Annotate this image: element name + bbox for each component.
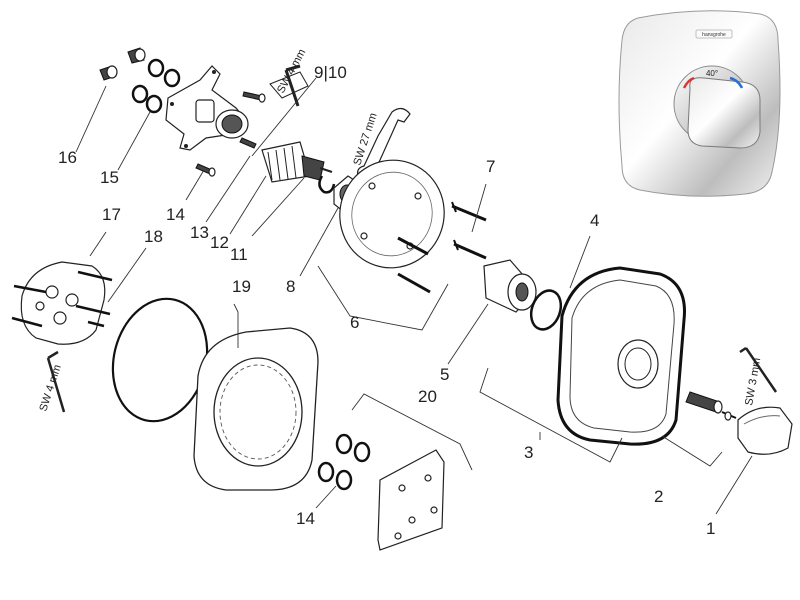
label-6: 6 — [350, 313, 359, 332]
hot-indicator — [682, 76, 695, 89]
hex-key-4mm-left: SW 4 mm — [37, 350, 66, 413]
label-5: 5 — [440, 365, 449, 384]
part-20-seals — [317, 433, 371, 491]
label-4: 4 — [590, 211, 599, 230]
label-16: 16 — [58, 148, 77, 167]
part-4-o-ring — [529, 289, 563, 331]
hex-key-3mm: SW 3 mm — [739, 346, 778, 407]
part-9-10-cartridge — [261, 141, 333, 183]
label-14-upper: 14 — [166, 205, 185, 224]
part-20-plate — [377, 449, 445, 551]
label-3: 3 — [524, 443, 533, 462]
part-19-frame — [193, 327, 319, 491]
part-14-screw — [195, 163, 216, 177]
label-11: 11 — [230, 245, 248, 264]
part-17-back-plate — [20, 261, 106, 345]
part-5-sleeve — [483, 259, 537, 313]
part-12-clip — [318, 175, 336, 194]
temperature-marking: 40° — [706, 69, 718, 78]
part-16-fitting — [99, 65, 118, 81]
screw-mid — [239, 137, 257, 149]
label-2: 2 — [654, 487, 663, 506]
part-18-screws — [11, 270, 113, 328]
label-19: 19 — [232, 277, 251, 296]
part-labels: 16 15 14 13 12 11 9|10 8 6 7 4 5 3 2 1 1… — [58, 63, 715, 538]
label-15: 15 — [100, 168, 119, 187]
part-6-mounting-plate — [339, 159, 445, 269]
part-7-screws — [397, 201, 487, 294]
cold-indicator — [729, 76, 744, 89]
valve-body — [165, 65, 249, 151]
label-12: 12 — [210, 233, 229, 252]
label-1: 1 — [706, 519, 715, 538]
product-photo: hansgrohe 40° — [618, 10, 781, 197]
part-2-extension — [685, 391, 737, 421]
label-20: 20 — [418, 387, 437, 406]
label-18: 18 — [144, 227, 163, 246]
hex-key-label-3mm: SW 3 mm — [743, 357, 763, 407]
hex-key-label-left: SW 4 mm — [37, 363, 63, 413]
label-14-lower: 14 — [296, 509, 315, 528]
part-1-handle — [737, 406, 793, 455]
part-16-fitting-upper — [127, 47, 146, 64]
screw-top — [242, 91, 266, 103]
part-3-escutcheon — [556, 266, 686, 446]
brand-name: hansgrohe — [702, 32, 726, 38]
part-15-o-rings — [131, 58, 181, 114]
leader-lines — [75, 77, 753, 515]
label-9-10: 9|10 — [314, 63, 347, 82]
hex-key-4mm-top: SW 4 mm — [269, 47, 309, 107]
label-13: 13 — [190, 223, 209, 242]
label-17: 17 — [102, 205, 121, 224]
label-7: 7 — [486, 157, 495, 176]
label-8: 8 — [286, 277, 295, 296]
